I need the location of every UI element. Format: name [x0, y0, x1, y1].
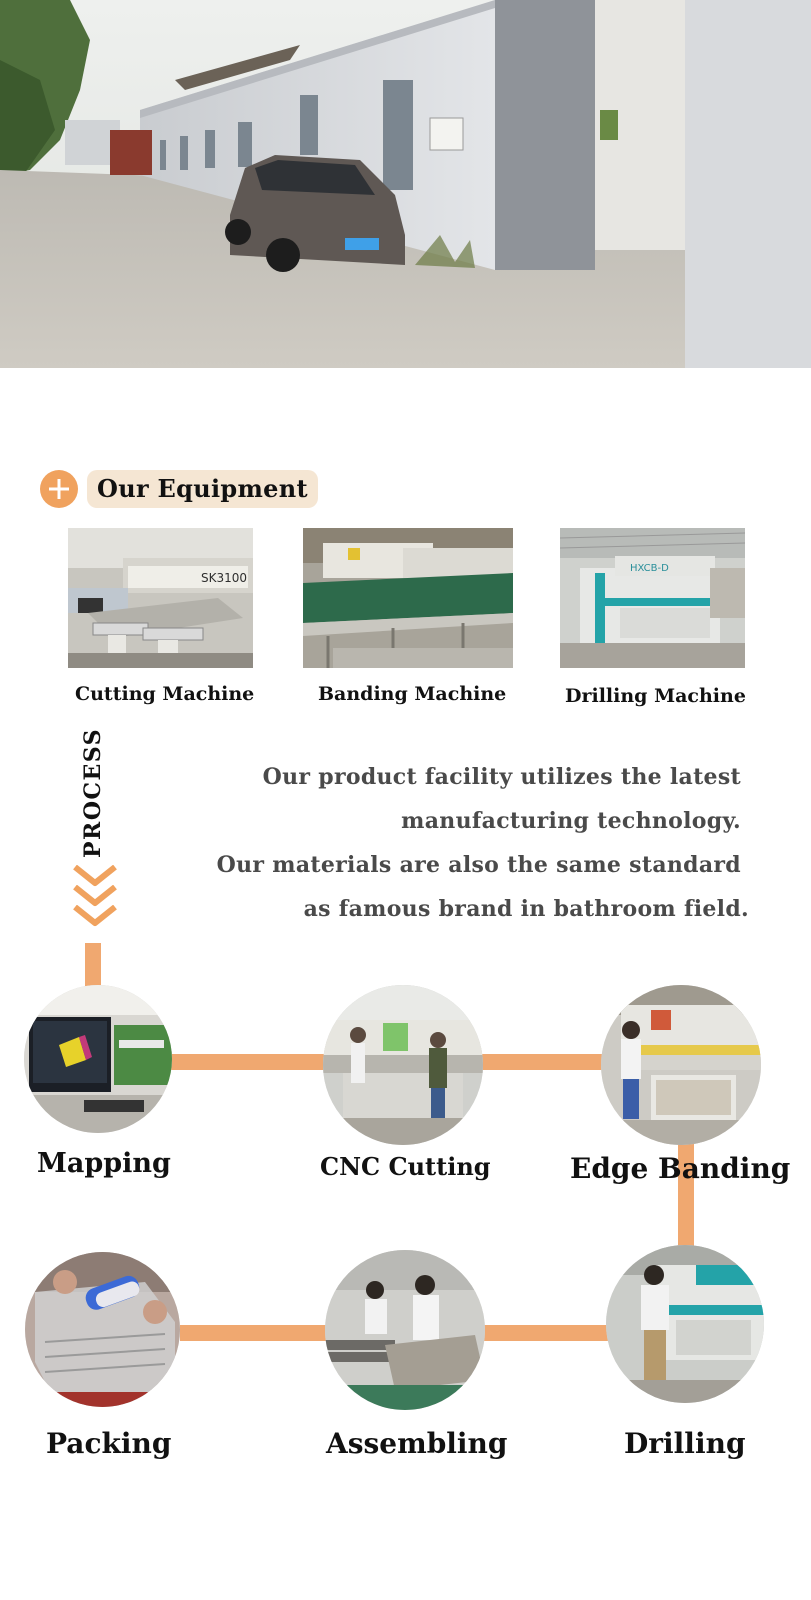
process-connector [85, 943, 101, 988]
banding-machine-photo [303, 528, 513, 668]
mapping-photo [24, 985, 172, 1133]
factory-exterior-photo [0, 0, 811, 368]
edge-banding-photo [601, 985, 761, 1145]
step-label-packing: Packing [46, 1427, 172, 1460]
drilling-machine-photo: HXCB-D [560, 528, 745, 668]
cutting-machine-photo: SK3100 [68, 528, 253, 668]
step-label-edge-banding: Edge Banding [570, 1152, 791, 1185]
section-title: Our Equipment [87, 470, 318, 508]
step-label-cnc-cutting: CNC Cutting [320, 1152, 491, 1181]
description-line-4: as famous brand in bathroom field. [303, 896, 749, 922]
chevron-down-icon [73, 865, 117, 886]
assembling-photo [325, 1250, 485, 1410]
cnc-cutting-photo [323, 985, 483, 1145]
process-connector [678, 1140, 694, 1250]
packing-photo [25, 1252, 180, 1407]
process-label: PROCESS [80, 727, 106, 858]
description-line-1: Our product facility utilizes the latest [262, 764, 741, 790]
machine-sign: HXCB-D [630, 563, 669, 574]
banding-machine-label: Banding Machine [318, 683, 507, 705]
step-label-drilling: Drilling [624, 1427, 746, 1460]
plus-icon [40, 470, 78, 508]
description-line-2: manufacturing technology. [401, 808, 741, 834]
chevron-down-icon [73, 885, 117, 906]
machine-sign: SK3100 [201, 571, 247, 585]
drilling-photo [606, 1245, 764, 1403]
step-label-mapping: Mapping [37, 1148, 171, 1179]
drilling-machine-label: Drilling Machine [565, 685, 746, 707]
chevron-down-icon [73, 905, 117, 926]
description-line-3: Our materials are also the same standard [216, 852, 741, 878]
step-label-assembling: Assembling [326, 1427, 508, 1460]
cutting-machine-label: Cutting Machine [75, 683, 255, 705]
